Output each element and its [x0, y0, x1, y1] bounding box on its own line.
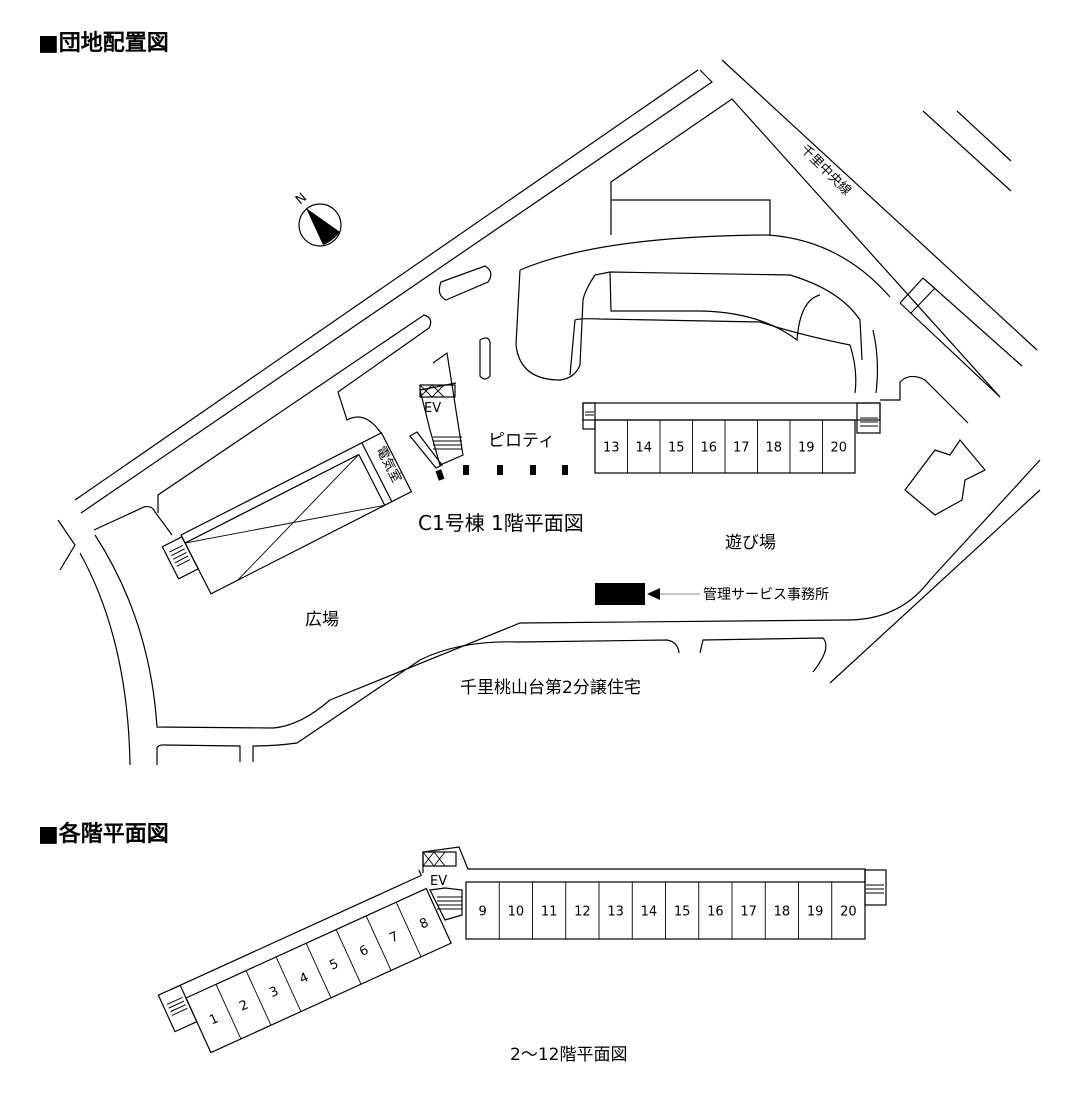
unit-number: 18 [774, 905, 791, 920]
unit-number: 20 [840, 905, 857, 920]
unit-number: 17 [733, 441, 750, 456]
unit-number: 13 [603, 441, 620, 456]
unit-divider [305, 943, 332, 999]
unit-number: 3 [267, 984, 281, 1001]
unit-number: 1 [207, 1011, 221, 1028]
unit-divider [335, 929, 362, 985]
floor-plan-title: ■各階平面図 [38, 821, 169, 847]
unit-number: 6 [357, 943, 371, 960]
unit-number: 19 [798, 441, 815, 456]
unit-number: 5 [327, 957, 341, 974]
unit-divider [215, 984, 242, 1040]
unit-divider [245, 970, 272, 1026]
piloti-label: ピロティ [488, 431, 555, 451]
unit-number: 19 [807, 905, 824, 920]
unit-number: 18 [765, 441, 782, 456]
unit-number: 4 [297, 970, 311, 987]
unit-number: 7 [387, 929, 401, 946]
unit-number: 10 [508, 905, 525, 920]
unit-divider [275, 956, 302, 1012]
site-boundaries [57, 59, 1041, 766]
unit-number: 20 [830, 441, 847, 456]
unit-number: 13 [607, 905, 624, 920]
unit-number: 8 [417, 915, 431, 932]
unit-divider [395, 902, 422, 957]
svg-text:EV: EV [424, 401, 441, 416]
unit-number: 16 [707, 905, 724, 920]
electric-room-label: 電気室 [373, 444, 405, 486]
management-office: 管理サービス事務所 [595, 583, 829, 605]
building-c1-units-13-20: 13 14 15 16 17 18 19 20 [582, 402, 881, 474]
north-compass-icon: N [293, 190, 342, 247]
neighbor-label: 千里桃山台第2分譲住宅 [460, 678, 641, 698]
unit-number: 15 [674, 905, 691, 920]
unit-number: 17 [740, 905, 757, 920]
svg-text:EV: EV [430, 874, 447, 889]
building-label: C1号棟 1階平面図 [418, 511, 584, 535]
unit-number: 12 [574, 905, 591, 920]
office-label: 管理サービス事務所 [703, 587, 829, 603]
elevator-tower: EV [409, 351, 464, 469]
road-label: 千里中央線 [797, 142, 854, 199]
playground-label: 遊び場 [725, 533, 776, 553]
unit-number: 11 [541, 905, 558, 920]
unit-number: 15 [668, 441, 685, 456]
floor-plan-caption: 2〜12階平面図 [510, 1045, 627, 1065]
unit-divider [365, 915, 392, 971]
unit-number: 14 [635, 441, 652, 456]
unit-number: 9 [478, 905, 486, 920]
svg-text:N: N [293, 190, 310, 208]
unit-number: 14 [641, 905, 658, 920]
piloti-columns [435, 465, 568, 481]
plaza-label: 広場 [305, 610, 339, 630]
unit-number: 2 [237, 998, 251, 1015]
site-plan-title: ■団地配置図 [38, 31, 169, 56]
building-c1-first-floor-wing: 電気室 [161, 432, 413, 595]
unit-number: 16 [700, 441, 717, 456]
